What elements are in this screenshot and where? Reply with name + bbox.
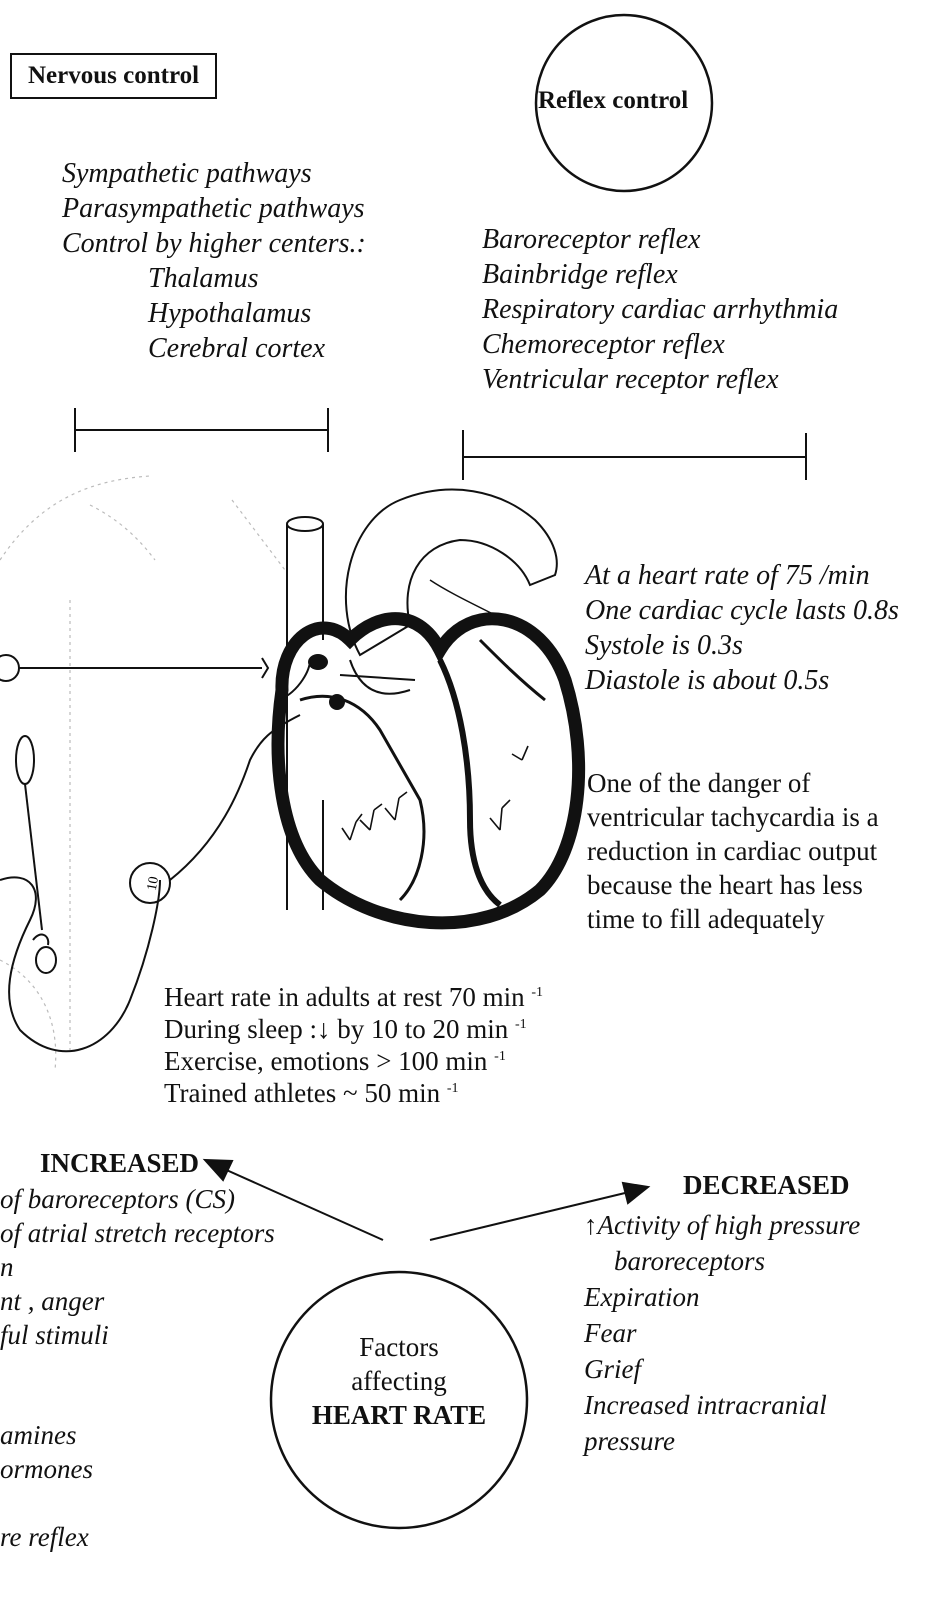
av-node [329, 694, 345, 710]
danger-line: reduction in cardiac output [587, 834, 879, 868]
rate-line: Exercise, emotions > 100 min -1 [164, 1045, 543, 1077]
nervous-bracket [75, 408, 328, 452]
increased-item: of atrial stretch receptors [0, 1216, 275, 1250]
decreased-item: Fear [584, 1315, 860, 1351]
danger-line: ventricular tachycardia is a [587, 800, 879, 834]
decreased-item: pressure [584, 1423, 860, 1459]
reflex-item: Respiratory cardiac arrhythmia [482, 292, 838, 327]
factors-line: affecting [271, 1364, 527, 1398]
factors-heading: HEART RATE [271, 1398, 527, 1432]
purkinje-fibers [342, 746, 528, 840]
decreased-item: Grief [584, 1351, 860, 1387]
decreased-list: ↑Activity of high pressure baroreceptors… [584, 1207, 860, 1459]
cycle-line: Diastole is about 0.5s [585, 663, 899, 698]
increased-item: n [0, 1250, 275, 1284]
increased-list: of baroreceptors (CS) of atrial stretch … [0, 1182, 275, 1554]
sa-node [308, 654, 328, 670]
reflex-control-title: Reflex control [538, 86, 688, 116]
reflex-item: Baroreceptor reflex [482, 222, 838, 257]
increased-item: amines [0, 1418, 275, 1452]
cycle-line: Systole is 0.3s [585, 628, 899, 663]
danger-line: One of the danger of [587, 766, 879, 800]
decreased-title: DECREASED [683, 1170, 850, 1201]
reflex-item: Chemoreceptor reflex [482, 327, 838, 362]
increased-title: INCREASED [40, 1148, 199, 1179]
nervous-item: Sympathetic pathways [62, 156, 366, 191]
heart-rate-values: Heart rate in adults at rest 70 min -1 D… [164, 981, 543, 1109]
increased-item: of baroreceptors (CS) [0, 1182, 275, 1216]
danger-line: because the heart has less [587, 868, 879, 902]
center-item: Cerebral cortex [148, 331, 366, 366]
center-item: Thalamus [148, 261, 366, 296]
nervous-item: Control by higher centers.: [62, 226, 366, 261]
cycle-line: At a heart rate of 75 /min [585, 558, 899, 593]
danger-line: time to fill adequately [587, 902, 879, 936]
rate-line: Heart rate in adults at rest 70 min -1 [164, 981, 543, 1013]
reflex-bracket [463, 430, 806, 480]
nervous-control-title: Nervous control [10, 53, 217, 99]
reflex-control-list: Baroreceptor reflex Bainbridge reflex Re… [482, 222, 838, 397]
decreased-item: baroreceptors [584, 1243, 860, 1279]
nervous-item: Parasympathetic pathways [62, 191, 366, 226]
increased-item: ormones [0, 1452, 275, 1486]
nervous-control-list: Sympathetic pathways Parasympathetic pat… [62, 156, 366, 366]
ganglion-label: 10 [145, 875, 162, 891]
decreased-item: ↑Activity of high pressure [584, 1207, 860, 1243]
factors-label: Factors affecting HEART RATE [271, 1330, 527, 1432]
decreased-item: Expiration [584, 1279, 860, 1315]
increased-item: re reflex [0, 1520, 275, 1554]
center-item: Hypothalamus [148, 296, 366, 331]
increased-item: nt , anger [0, 1284, 275, 1318]
reflex-item: Bainbridge reflex [482, 257, 838, 292]
cardiac-cycle-notes: At a heart rate of 75 /min One cardiac c… [585, 558, 899, 698]
reflex-item: Ventricular receptor reflex [482, 362, 838, 397]
factors-line: Factors [271, 1330, 527, 1364]
tachycardia-note: One of the danger of ventricular tachyca… [587, 766, 879, 936]
rate-line: Trained athletes ~ 50 min -1 [164, 1077, 543, 1109]
rate-line: During sleep :↓ by 10 to 20 min -1 [164, 1013, 543, 1045]
cycle-line: One cardiac cycle lasts 0.8s [585, 593, 899, 628]
increased-item: ful stimuli [0, 1318, 275, 1352]
decreased-item: Increased intracranial [584, 1387, 860, 1423]
